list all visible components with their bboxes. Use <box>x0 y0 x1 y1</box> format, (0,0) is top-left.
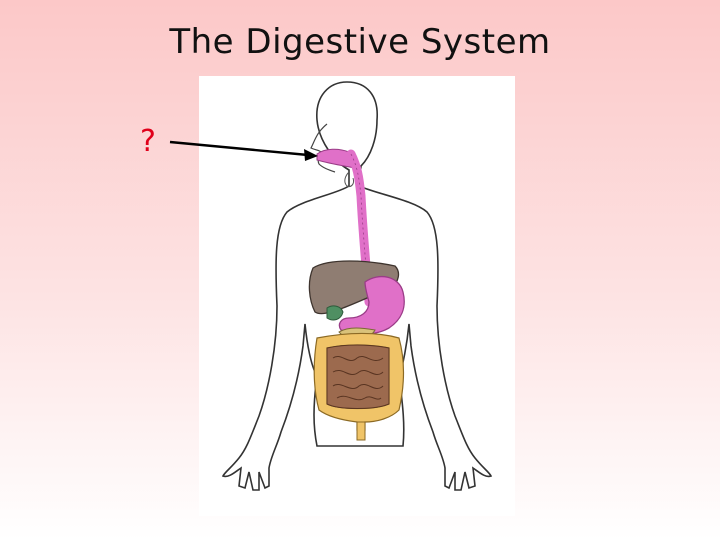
slide-title: The Digestive System <box>169 22 551 62</box>
throat <box>344 171 354 187</box>
pointer-arrow-head <box>304 149 318 161</box>
rectum <box>356 421 366 441</box>
pointer-arrow-line <box>169 140 309 157</box>
small-intestine <box>326 344 390 409</box>
small-intestine-coils <box>332 356 384 401</box>
stomach <box>338 275 405 335</box>
gallbladder <box>326 305 344 321</box>
question-mark: ? <box>140 124 156 159</box>
body-diagram-svg <box>221 81 493 491</box>
